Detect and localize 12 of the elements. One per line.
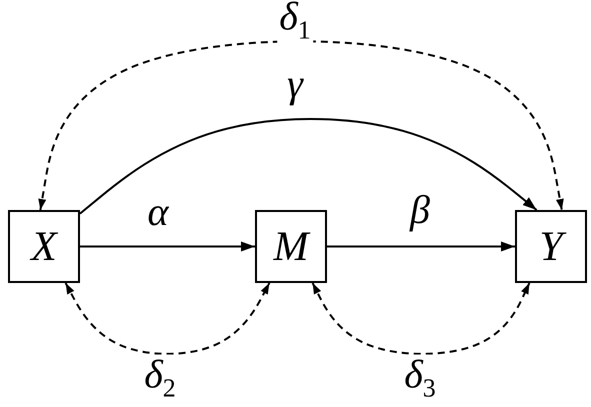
arrow bbox=[79, 118, 538, 214]
variable-box bbox=[8, 210, 80, 283]
arrow bbox=[80, 242, 255, 252]
variable-box bbox=[255, 210, 327, 283]
variable-box bbox=[515, 210, 587, 283]
dashed-arrow bbox=[64, 282, 270, 355]
dashed-arrow bbox=[312, 282, 530, 355]
arrow bbox=[327, 242, 515, 252]
variable-name: M bbox=[274, 226, 308, 268]
edge-label: δ$_{1}$ bbox=[277, 0, 313, 44]
dashed-arrow bbox=[38, 40, 564, 210]
variable-name: X bbox=[31, 226, 57, 268]
